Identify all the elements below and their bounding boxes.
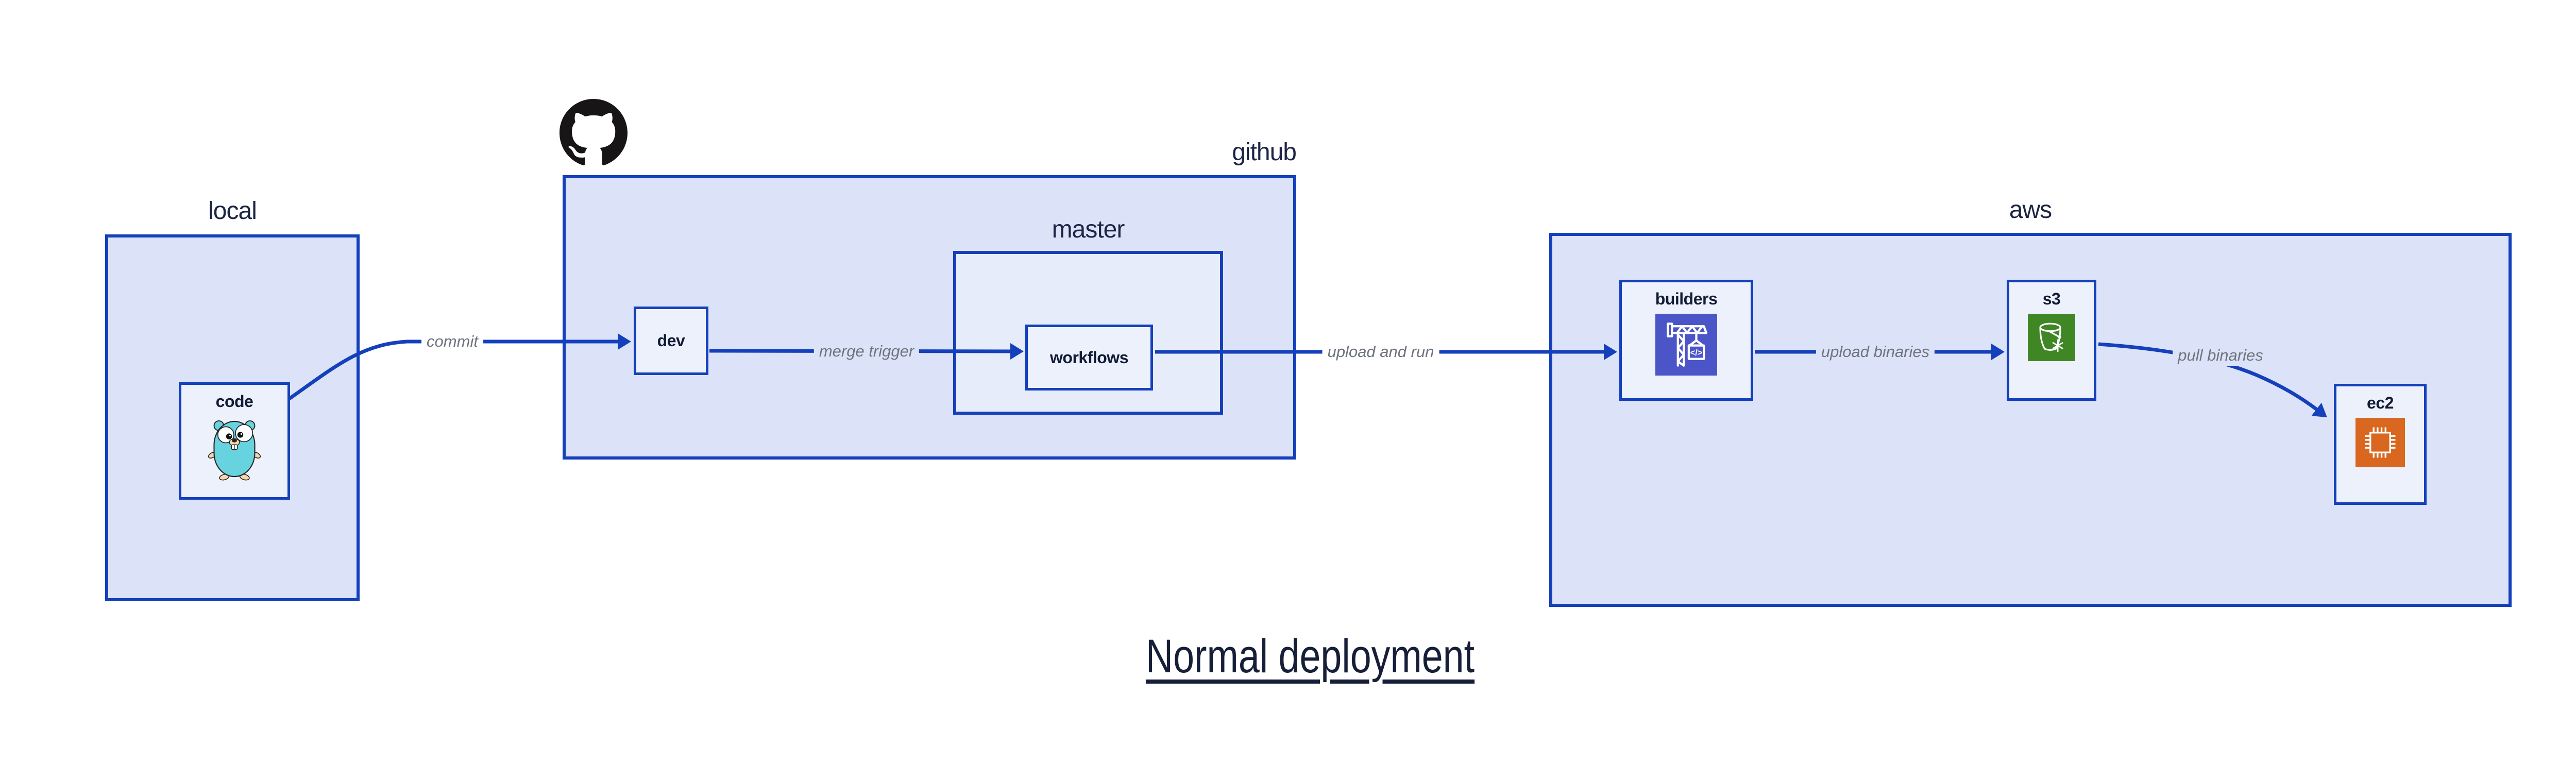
- go-gopher-icon: [208, 416, 261, 481]
- edge-label-commit: commit: [421, 331, 483, 352]
- node-dev: dev: [634, 307, 708, 375]
- codebuild-crane-icon: </>: [1655, 314, 1717, 376]
- node-code: code: [179, 382, 290, 500]
- node-code-label: code: [215, 392, 253, 411]
- s3-bucket-icon: [2028, 314, 2075, 361]
- github-logo-icon: [560, 99, 628, 167]
- node-ec2: ec2: [2334, 384, 2427, 505]
- node-ec2-label: ec2: [2367, 394, 2394, 412]
- svg-text:</>: </>: [1690, 348, 1703, 358]
- group-master-label: master: [1052, 216, 1125, 243]
- node-dev-label: dev: [657, 331, 685, 350]
- node-s3: s3: [2007, 280, 2096, 401]
- node-builders: builders </>: [1619, 280, 1753, 401]
- node-s3-label: s3: [2042, 290, 2061, 308]
- edge-label-upload-and-run: upload and run: [1322, 342, 1439, 362]
- group-github-label: github: [1232, 139, 1297, 166]
- edge-label-upload-binaries: upload binaries: [1816, 342, 1935, 362]
- ec2-chip-icon: [2355, 418, 2405, 467]
- node-workflows: workflows: [1025, 325, 1153, 390]
- edge-label-pull-binaries: pull binaries: [2173, 345, 2268, 366]
- node-builders-label: builders: [1655, 290, 1718, 308]
- group-local-label: local: [208, 197, 257, 225]
- node-workflows-label: workflows: [1050, 348, 1128, 367]
- diagram-title: Normal deployment: [1145, 630, 1475, 683]
- edge-label-merge-trigger: merge trigger: [814, 341, 920, 362]
- group-aws-label: aws: [2009, 196, 2052, 224]
